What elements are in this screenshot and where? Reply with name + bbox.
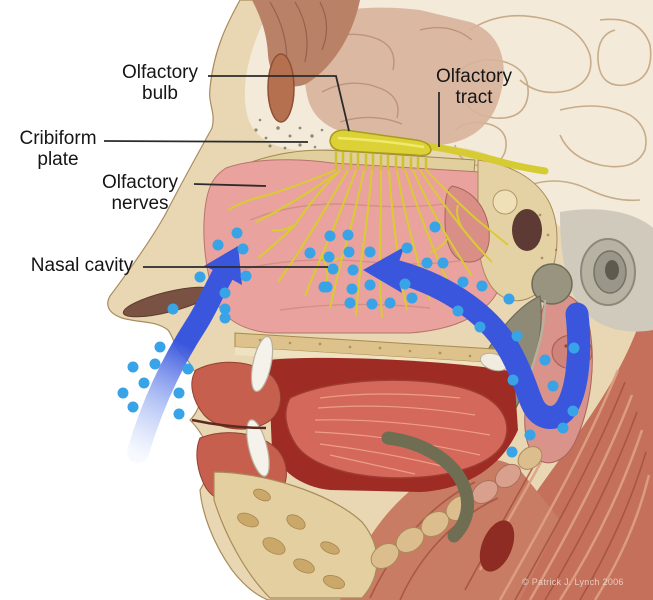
mandible-body-bone — [213, 471, 378, 599]
odor-molecule-dot — [182, 363, 194, 375]
olfactory-tract-structure — [424, 142, 549, 175]
odor-molecule-dot — [231, 227, 243, 239]
sella-knob — [492, 189, 518, 215]
laryngeal-inlet — [479, 520, 515, 572]
cribiform-plate-leader-line — [103, 140, 309, 143]
odor-molecule-dot — [240, 270, 252, 282]
odor-molecule-dot — [567, 405, 579, 417]
odor-molecule-dot — [384, 297, 396, 309]
ear-canal-region — [560, 209, 653, 332]
odor-molecule-dot — [304, 247, 316, 259]
olfactory-nerves-label: Olfactory nerves — [101, 172, 179, 214]
odor-molecule-dot — [212, 239, 224, 251]
sphenoid-sinus-opening — [512, 209, 542, 251]
olfactory-bulb-structure — [329, 129, 432, 157]
odor-molecule-dot — [167, 303, 179, 315]
tongue-muscle-striations — [314, 393, 491, 475]
odor-molecule-dot — [346, 283, 358, 295]
artist-credit: © Patrick J. Lynch 2006 — [522, 577, 624, 587]
odor-molecule-dots — [117, 221, 580, 458]
tongue — [284, 379, 508, 479]
odor-molecule-dot — [323, 251, 335, 263]
odor-molecule-dot — [476, 280, 488, 292]
odor-molecule-dot — [173, 408, 185, 420]
odor-molecule-dot — [149, 358, 161, 370]
odor-molecule-dot — [429, 221, 441, 233]
oral-cavity — [268, 352, 518, 492]
odor-molecule-dot — [342, 229, 354, 241]
ethmoid-bone-speckles — [254, 118, 324, 150]
odor-molecule-dot — [219, 312, 231, 324]
odor-molecule-dot — [507, 374, 519, 386]
label-leader-lines — [103, 75, 440, 268]
olfactory-nerve-filaments — [334, 152, 428, 170]
epiglottis — [381, 431, 515, 572]
odor-molecule-dot — [506, 446, 518, 458]
odor-molecule-dot — [568, 342, 580, 354]
odor-molecule-dot — [327, 263, 339, 275]
odor-molecule-dot — [194, 271, 206, 283]
odor-molecule-dot — [127, 361, 139, 373]
odor-molecule-dot — [557, 422, 569, 434]
nasal-cavity-label: Nasal cavity — [30, 255, 134, 276]
odor-molecule-dot — [401, 242, 413, 254]
odor-molecule-dot — [364, 246, 376, 258]
odor-molecule-dot — [539, 354, 551, 366]
odor-molecule-dot — [437, 257, 449, 269]
cribiform-plate-label: Cribiform plate — [19, 128, 97, 170]
olfactory-bulb-label: Olfactory bulb — [121, 62, 199, 104]
odor-molecule-dot — [547, 380, 559, 392]
odor-molecule-dot — [399, 278, 411, 290]
retronasal-arrowhead — [363, 247, 404, 293]
orthonasal-arrowhead — [204, 246, 242, 285]
odor-molecule-dot — [343, 246, 355, 258]
odor-molecule-dot — [406, 292, 418, 304]
odor-molecule-dot — [127, 401, 139, 413]
odor-molecule-dot — [524, 429, 536, 441]
odor-molecule-dot — [117, 387, 129, 399]
odor-molecule-dot — [321, 281, 333, 293]
retronasal-airflow-arrow — [363, 247, 591, 429]
odor-molecule-dot — [474, 321, 486, 333]
upper-incisor-tooth — [250, 335, 274, 393]
airflow-arrows — [127, 246, 591, 463]
orthonasal-airflow-arrow — [127, 246, 242, 463]
odor-molecule-dot — [366, 298, 378, 310]
odor-molecule-dot — [457, 276, 469, 288]
mouth-slit — [191, 418, 267, 430]
olfactory-bulb-leader-line — [208, 75, 350, 132]
odor-molecule-dot — [511, 330, 523, 342]
odor-molecule-dot — [154, 341, 166, 353]
frontal-sinus — [267, 53, 295, 123]
odor-molecule-dot — [364, 279, 376, 291]
odor-molecule-dot — [237, 243, 249, 255]
odor-molecule-dot — [344, 297, 356, 309]
odor-molecule-dot — [324, 230, 336, 242]
lower-incisor-tooth — [246, 419, 270, 477]
odor-molecule-dot — [421, 257, 433, 269]
olfactory-nerves-leader-line — [193, 183, 267, 187]
frontal-lobe — [303, 7, 504, 146]
odor-molecule-dot — [347, 264, 359, 276]
olfactory-tract-label: Olfactory tract — [435, 66, 513, 108]
odor-molecule-dot — [138, 377, 150, 389]
odor-molecule-dot — [452, 305, 464, 317]
odor-molecule-dot — [219, 287, 231, 299]
odor-molecule-dot — [503, 293, 515, 305]
odor-molecule-dot — [219, 303, 231, 315]
ear-canal-opening — [605, 260, 619, 280]
odor-molecule-dot — [173, 387, 185, 399]
